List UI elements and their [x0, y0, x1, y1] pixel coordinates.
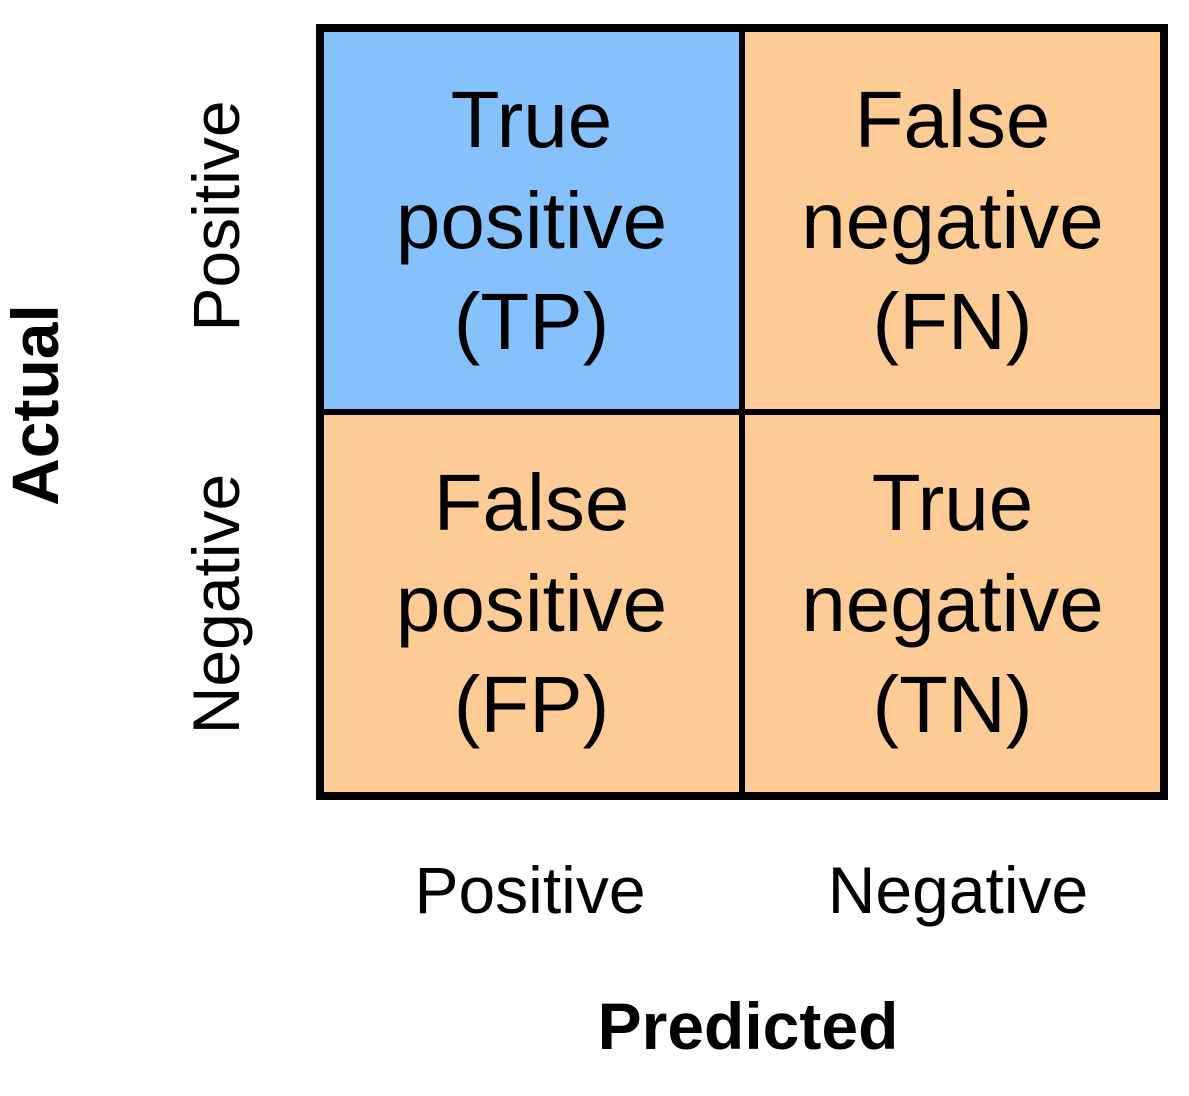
- cell-tp-line-3: (TP): [453, 277, 610, 366]
- column-label-negative: Negative: [827, 853, 1089, 927]
- cell-fn-line-3: (FN): [872, 277, 1033, 366]
- cell-tp-line-2: positive: [395, 176, 668, 265]
- cell-fp-line-2: positive: [395, 559, 668, 648]
- cell-fn-line-2: negative: [801, 176, 1104, 265]
- row-label-negative: Negative: [179, 473, 253, 735]
- cell-tn-line-3: (TN): [872, 660, 1033, 749]
- cell-true-negative[interactable]: True negative (TN): [745, 415, 1160, 792]
- cell-tn-line-1: True: [871, 458, 1034, 547]
- row-label-positive: Positive: [179, 100, 253, 332]
- cell-fp-line-3: (FP): [453, 660, 610, 749]
- x-axis-title: Predicted: [597, 989, 899, 1063]
- cell-tp-line-1: True: [450, 75, 613, 164]
- cell-fn-line-1: False: [854, 75, 1051, 164]
- cell-false-positive[interactable]: False positive (FP): [324, 415, 739, 792]
- cell-true-positive[interactable]: True positive (TP): [324, 32, 739, 409]
- matrix-grid: True positive (TP) False negative (FN) F…: [316, 24, 1168, 800]
- y-axis-title: Actual: [0, 304, 72, 506]
- cell-tn-line-2: negative: [801, 559, 1104, 648]
- column-label-positive: Positive: [414, 853, 646, 927]
- cell-false-negative[interactable]: False negative (FN): [745, 32, 1160, 409]
- cell-fp-line-1: False: [433, 458, 630, 547]
